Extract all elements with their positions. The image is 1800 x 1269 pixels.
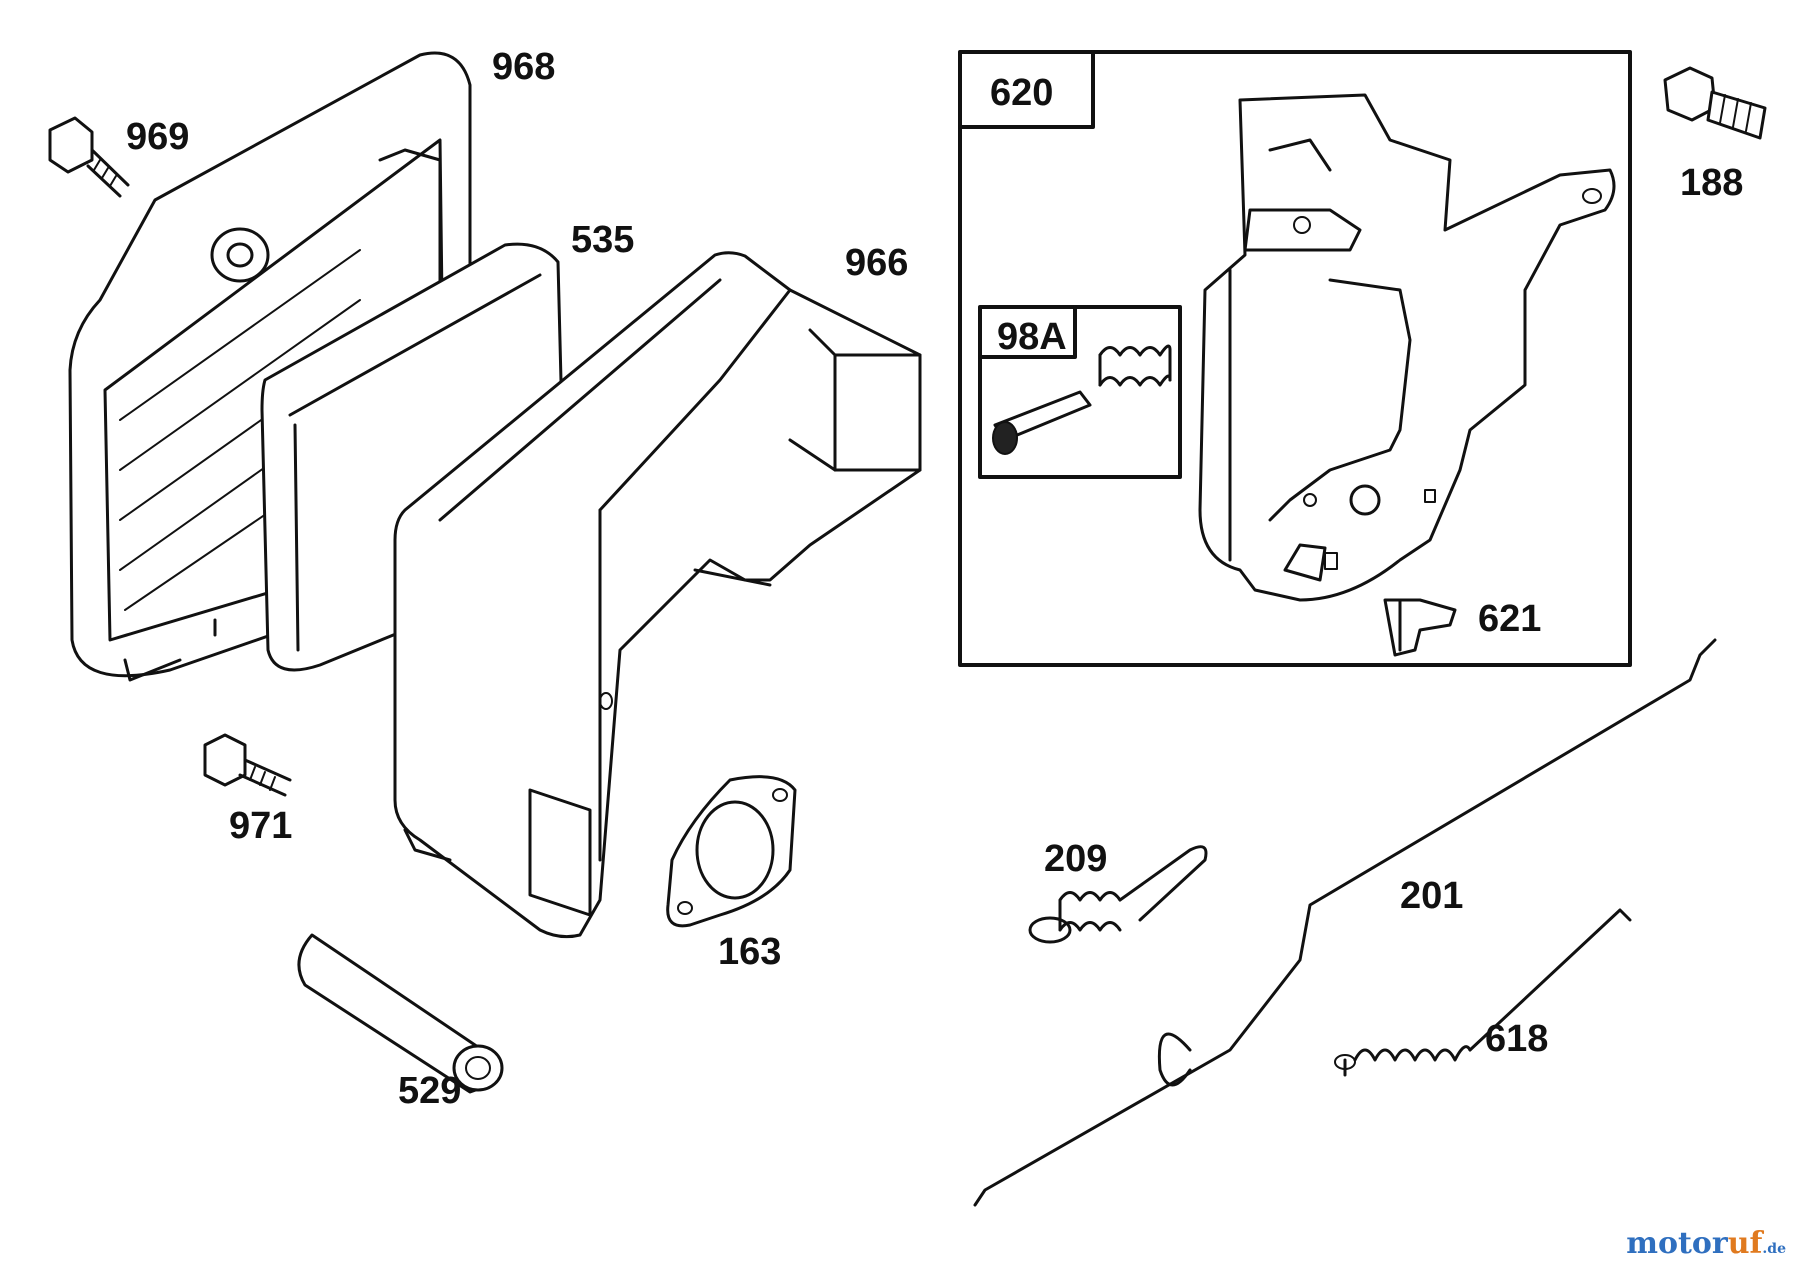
- bolt-971-drawing: [203, 733, 292, 797]
- part-label-620: 620: [990, 72, 1054, 114]
- rod-201-drawing: [973, 638, 1717, 1207]
- watermark-logo: motoruf.de: [1626, 1229, 1786, 1259]
- spring-209-drawing: [1028, 845, 1208, 944]
- spring-618-drawing: [1334, 908, 1632, 1077]
- kit-620-box: [958, 50, 1632, 667]
- screw-969-drawing: [48, 116, 130, 198]
- part-label-535: 535: [571, 219, 635, 261]
- gasket-163-drawing: [666, 775, 797, 928]
- bolt-188-drawing: [1663, 66, 1767, 140]
- part-label-621: 621: [1478, 598, 1542, 640]
- part-label-188: 188: [1680, 162, 1744, 204]
- tube-529-drawing: [297, 933, 504, 1094]
- watermark-part1: motor: [1626, 1226, 1728, 1261]
- watermark-part2: uf: [1727, 1226, 1763, 1261]
- watermark-suffix: .de: [1762, 1241, 1786, 1257]
- part-label-618: 618: [1485, 1018, 1549, 1060]
- part-label-98a: 98A: [997, 316, 1067, 358]
- part-label-163: 163: [718, 931, 782, 973]
- part-label-968: 968: [492, 46, 556, 88]
- part-label-209: 209: [1044, 838, 1108, 880]
- part-label-966: 966: [845, 242, 909, 284]
- filter-cover-drawing: [393, 251, 922, 939]
- part-label-969: 969: [126, 116, 190, 158]
- part-label-201: 201: [1400, 875, 1464, 917]
- part-label-529: 529: [398, 1070, 462, 1112]
- part-label-971: 971: [229, 805, 293, 847]
